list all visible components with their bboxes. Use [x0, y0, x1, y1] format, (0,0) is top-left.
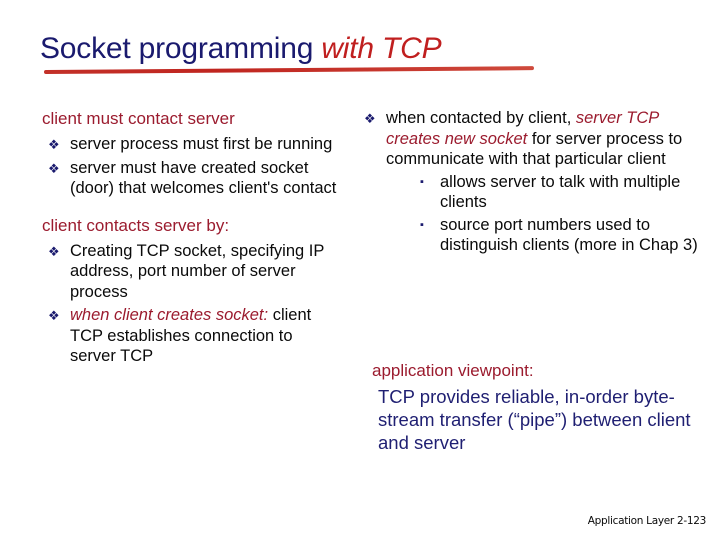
list-item-text: client TCP establishes connection to ser… [70, 306, 312, 365]
list-item-text: source port numbers used to distinguish … [440, 215, 698, 255]
diamond-bullet-icon: ❖ [48, 308, 60, 323]
diamond-bullet-icon: ❖ [48, 160, 60, 176]
list-item: ❖ when client creates socket: client TCP… [42, 305, 342, 367]
list-item-text: server process must first be running [70, 135, 333, 153]
list-item: ❖ server process must first be running [42, 134, 342, 155]
list-item-lead: when contacted by client, [386, 109, 572, 127]
application-viewpoint-block: application viewpoint: TCP provides reli… [358, 360, 703, 454]
page-title: Socket programming with TCP [40, 32, 680, 66]
list-item: ❖ Creating TCP socket, specifying IP add… [42, 241, 342, 303]
diamond-bullet-icon: ❖ [48, 243, 60, 259]
diamond-bullet-icon: ❖ [48, 137, 60, 152]
list-item-text: server must have created socket (door) t… [70, 158, 337, 198]
list-item-emphasis: when client creates socket: [70, 306, 269, 324]
bullet-list: ❖ server process must first be running ❖… [42, 134, 342, 199]
sub-bullet-wrapper: ▪ allows server to talk with multiple cl… [386, 172, 698, 256]
page-title-main: Socket programming [40, 32, 322, 65]
list-item-text: Creating TCP socket, specifying IP addre… [70, 241, 325, 301]
list-item: ▪ source port numbers used to distinguis… [416, 215, 698, 256]
bullet-list: ❖ Creating TCP socket, specifying IP add… [42, 241, 342, 367]
right-content-column: ❖ when contacted by client, server TCP c… [358, 108, 698, 259]
slide-footer: Application Layer 2-123 [587, 515, 707, 527]
list-item: ❖ server must have created socket (door)… [42, 158, 342, 199]
square-bullet-icon: ▪ [420, 175, 424, 188]
title-underline-rule [43, 66, 535, 74]
viewpoint-heading: application viewpoint: [372, 361, 534, 380]
list-item: ▪ allows server to talk with multiple cl… [416, 172, 698, 213]
left-content-column: client must contact server ❖ server proc… [42, 108, 342, 383]
section-client-contacts-server-by: client contacts server by: ❖ Creating TC… [42, 215, 342, 367]
diamond-bullet-icon: ❖ [364, 111, 376, 126]
list-item-emphasis: server TCP creates new socket [386, 109, 659, 148]
list-item: ❖ when contacted by client, server TCP c… [358, 108, 698, 256]
sub-bullet-list: ▪ allows server to talk with multiple cl… [416, 172, 698, 256]
list-item-text: for server process to communicate with t… [386, 129, 683, 169]
section-heading: client must contact server [42, 109, 235, 128]
section-client-must-contact-server: client must contact server ❖ server proc… [42, 108, 342, 199]
list-item-text: allows server to talk with multiple clie… [440, 172, 681, 212]
square-bullet-icon: ▪ [420, 218, 424, 231]
page-title-accent: with TCP [321, 32, 442, 65]
viewpoint-text: TCP provides reliable, in-order byte-str… [378, 386, 691, 453]
section-heading: client contacts server by: [42, 215, 230, 235]
bullet-list: ❖ when contacted by client, server TCP c… [358, 108, 698, 256]
